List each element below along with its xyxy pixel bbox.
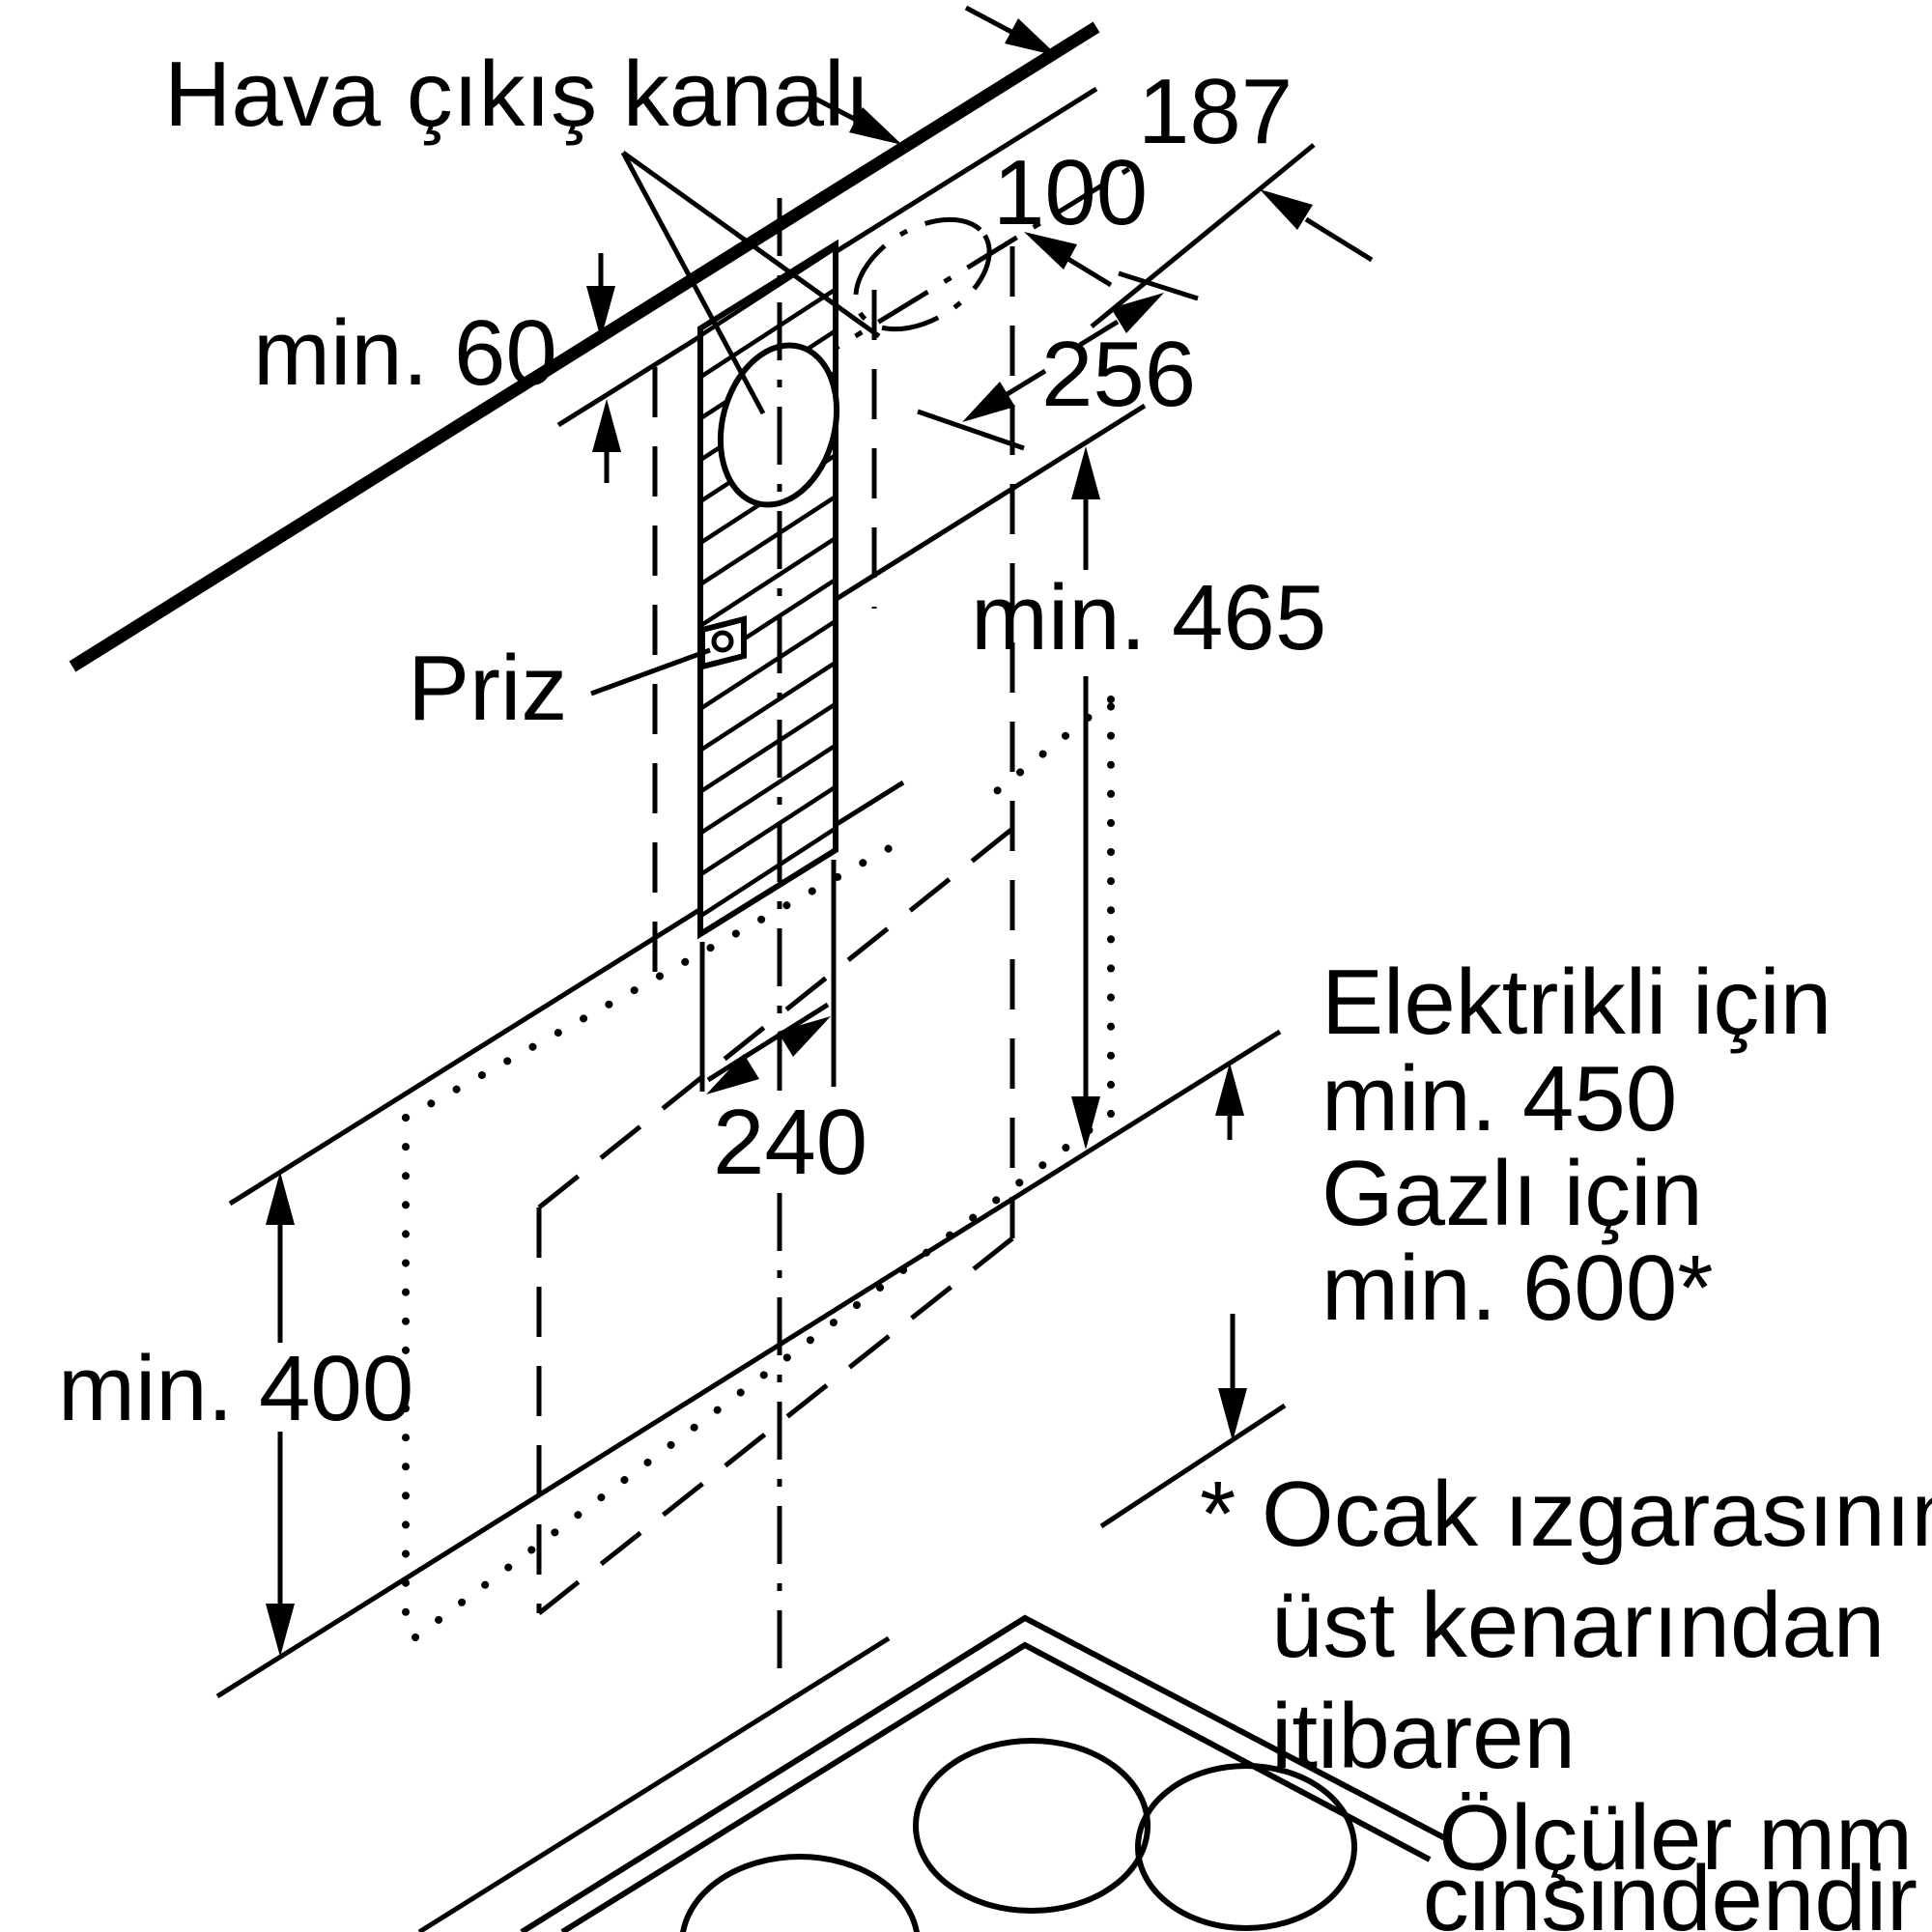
ceiling-duct-opening-circle (853, 216, 992, 332)
footnote-line-3: itibaren (1271, 1685, 1576, 1788)
clearance-line-1: Elektrikli için (1321, 951, 1832, 1054)
units-note-line-1: Ölçüler mm (1438, 1786, 1913, 1889)
hood-dotted-bottom-edge (412, 1110, 1115, 1641)
arrow-min400-down-icon (266, 1604, 295, 1657)
dim-100-label: 100 (993, 141, 1148, 244)
arrow-min400-up-icon (266, 1172, 295, 1225)
dim-min60-label: min. 60 (253, 301, 557, 405)
arrow-clearance-up-icon (1215, 1063, 1244, 1116)
hob-burner-right (1135, 1763, 1357, 1931)
footnote-line-2: üst kenarından (1271, 1574, 1885, 1677)
dim-min400-label: min. 400 (58, 1337, 413, 1440)
arrow-100-right-icon (1024, 232, 1077, 270)
clearance-line-4: min. 600* (1321, 1236, 1714, 1340)
dim-240-label: 240 (713, 1091, 867, 1194)
socket-label: Priz (408, 637, 567, 740)
ceiling-line (69, 21, 1100, 672)
air-duct-label: Hava çıkış kanalı (164, 43, 870, 146)
ceiling-back-dashed-line (698, 159, 1142, 434)
arrow-240-right-icon (778, 1016, 831, 1057)
units-note-line-2: cinsindendir (1423, 1847, 1918, 1932)
arrow-clearance-down-icon (1218, 1388, 1247, 1441)
extension-line-lower (917, 409, 1025, 451)
arrow-256-up-icon (1111, 293, 1164, 333)
dim-256-label: 256 (1041, 323, 1196, 426)
arrow-min465-down-icon (1071, 1096, 1100, 1150)
extension-line-upper (1118, 270, 1199, 301)
dim-240-line (706, 1002, 830, 1083)
dim-arrow-shafts (810, 5, 1374, 398)
hob-burner-left (680, 1854, 920, 1932)
dim-min465-label: min. 465 (971, 566, 1326, 669)
hob-burner-middle (913, 1738, 1151, 1914)
dim-min60-shafts (598, 253, 610, 483)
arrow-min60-down-icon (586, 286, 615, 339)
clearance-line-2: min. 450 (1321, 1047, 1677, 1151)
socket-leader-line (590, 647, 711, 696)
arrow-240-left-icon (706, 1054, 759, 1094)
countertop-edge-line (417, 1635, 891, 1932)
clearance-line-3: Gazlı için (1321, 1142, 1703, 1245)
arrow-ceiling-icon (1005, 18, 1058, 56)
arrow-min465-up-icon (1071, 446, 1100, 499)
socket-hole-icon (711, 630, 734, 653)
socket-box (699, 615, 747, 670)
hood-bottom-reference-line (215, 1029, 1282, 1699)
arrow-100-left-icon (849, 107, 902, 145)
air-duct-leader-lines (620, 150, 881, 415)
dim-clearance-shafts (1227, 1116, 1236, 1388)
chimney-bottom-reference-line (781, 403, 1147, 636)
hood-backplate-bottom-dashed (537, 1236, 1014, 1615)
arrow-min60-up-icon (592, 399, 621, 452)
arrow-187-icon (1260, 189, 1313, 230)
hood-backplate-top-dashed (537, 827, 1014, 1209)
hob-outer-edge (520, 1614, 1451, 1932)
arrow-256-down-icon (962, 382, 1015, 422)
footnote-line-1: * Ocak ızgarasının (1200, 1463, 1932, 1566)
dim-187-label: 187 (1138, 60, 1293, 163)
hob-grate-reference-line (1099, 1403, 1287, 1529)
dim-187-line (1090, 143, 1316, 328)
hob-inner-edge (560, 1641, 1432, 1932)
